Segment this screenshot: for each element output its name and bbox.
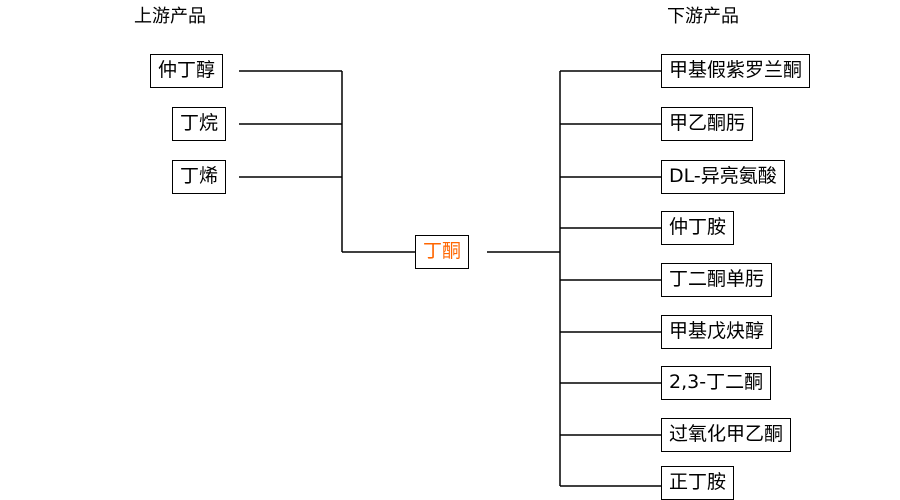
downstream-node-9: 正丁胺 <box>661 466 735 500</box>
downstream-node-4: 仲丁胺 <box>661 211 735 245</box>
downstream-node-6: 甲基戊炔醇 <box>661 315 773 349</box>
upstream-node-butane: 丁烷 <box>172 107 227 141</box>
center-node-butanone: 丁酮 <box>415 235 470 269</box>
downstream-node-7: 2,3-丁二酮 <box>661 366 772 400</box>
downstream-node-1: 甲基假紫罗兰酮 <box>661 54 811 88</box>
downstream-node-5: 丁二酮单肟 <box>661 263 773 297</box>
downstream-node-2: 甲乙酮肟 <box>661 107 754 141</box>
upstream-node-sec-butanol: 仲丁醇 <box>150 54 224 88</box>
downstream-heading: 下游产品 <box>667 6 739 27</box>
downstream-node-8: 过氧化甲乙酮 <box>661 418 792 452</box>
upstream-heading: 上游产品 <box>134 6 206 27</box>
downstream-node-3: DL-异亮氨酸 <box>661 160 785 194</box>
upstream-node-butene: 丁烯 <box>172 160 227 194</box>
